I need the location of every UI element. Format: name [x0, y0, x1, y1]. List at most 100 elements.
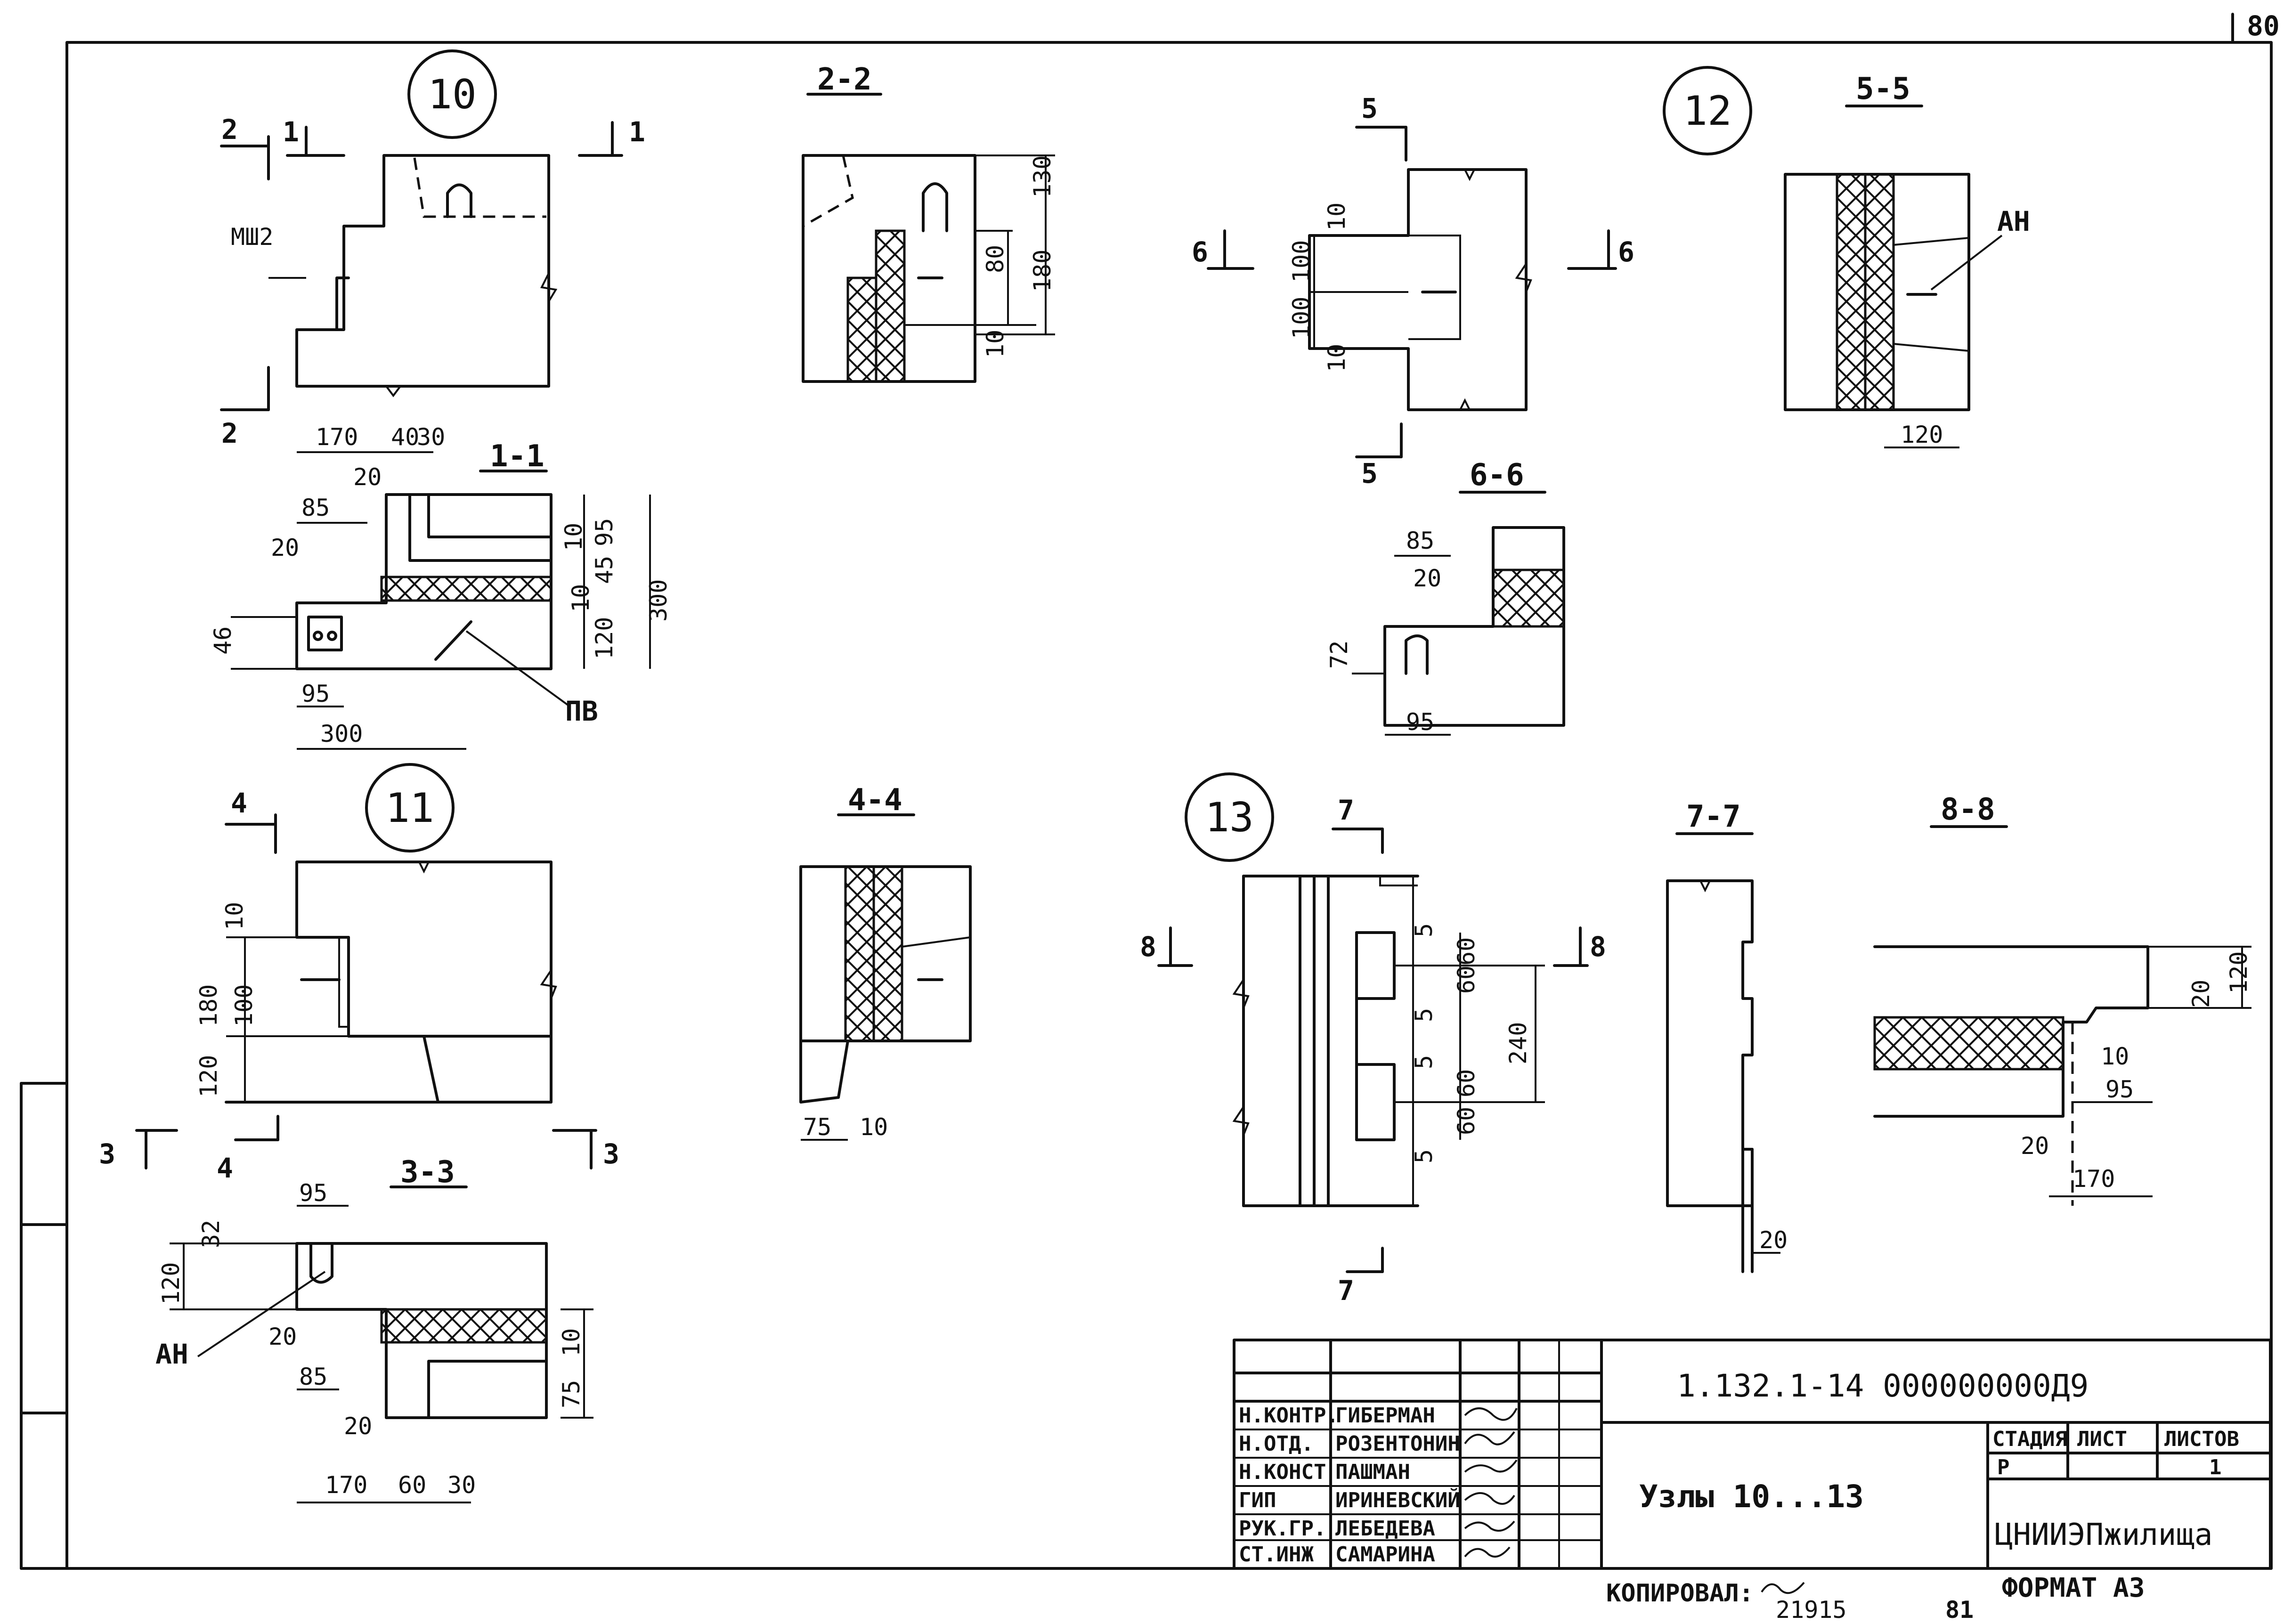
dim-20b: 20 — [271, 534, 299, 561]
cut-label-8-right: 8 — [1590, 931, 1606, 963]
section-3-3-title: 3-3 — [400, 1155, 455, 1190]
dim-95: 95 — [299, 1179, 327, 1207]
copied-number: 21915 — [1776, 1596, 1847, 1624]
signatures — [1464, 1407, 1518, 1558]
node-10-section-1-1: 1-1 ПВ 170 40 30 20 85 20 10 95 45 1 — [209, 423, 672, 750]
dim-5d: 5 — [1410, 1149, 1438, 1163]
section-1-1-title: 1-1 — [490, 439, 545, 474]
section-2-2-title: 2-2 — [817, 62, 872, 97]
node-11-plan: 10 180 100 120 — [195, 861, 557, 1104]
name-5: САМАРИНА — [1335, 1543, 1435, 1567]
name-1: РОЗЕНТОНИН — [1335, 1432, 1460, 1456]
role-n-konst: Н.КОНСТ — [1239, 1460, 1326, 1484]
dim-170: 170 — [325, 1471, 367, 1499]
page-number: 81 — [1945, 1596, 1974, 1624]
node-12-section-5-5: 5-5 АН 120 — [1784, 72, 2030, 448]
cut-label-3: 3 — [99, 1138, 115, 1170]
node-11-cut-markers: 4 4 3 3 — [99, 787, 619, 1184]
cut-label-2-bottom: 2 — [221, 417, 238, 449]
dim-100: 100 — [230, 984, 258, 1027]
dim-120: 120 — [2225, 951, 2252, 994]
dim-30: 30 — [417, 423, 445, 451]
cut-label-3-right: 3 — [603, 1138, 619, 1170]
dim-85: 85 — [1406, 527, 1434, 554]
name-0: ГИБЕРМАН — [1335, 1404, 1435, 1428]
dim-80: 80 — [982, 245, 1009, 273]
section-4-4-title: 4-4 — [848, 783, 902, 818]
dim-20: 20 — [2187, 980, 2215, 1008]
label-msh2: МШ2 — [231, 223, 273, 251]
cut-label-5: 5 — [1361, 92, 1378, 124]
dim-60d: 60 — [1453, 1107, 1480, 1135]
section-7-7-title: 7-7 — [1686, 799, 1741, 834]
dim-60: 60 — [1453, 937, 1480, 966]
node-12-number: 12 — [1683, 88, 1732, 135]
node-13-number: 13 — [1205, 794, 1254, 841]
node-12-section-6-6: 6-6 85 20 72 95 — [1325, 458, 1565, 736]
dim-60: 60 — [398, 1471, 426, 1499]
dim-20b: 20 — [344, 1413, 372, 1440]
sheet-label: ЛИСТ — [2077, 1427, 2127, 1451]
dim-45: 45 — [591, 556, 618, 584]
dim-95: 95 — [2105, 1076, 2134, 1103]
dim-20: 20 — [268, 1323, 297, 1350]
stage-value: Р — [1997, 1455, 2010, 1479]
dim-120: 120 — [195, 1055, 222, 1097]
sheets-label: ЛИСТОВ — [2164, 1427, 2239, 1451]
dim-60b: 60 — [1453, 966, 1480, 994]
node-10-plan: МШ2 — [231, 154, 558, 398]
dim-10b: 10 — [1323, 344, 1350, 372]
node-10-cut-markers: 2 1 1 2 — [220, 114, 645, 449]
cut-label-7-bottom: 7 — [1338, 1275, 1354, 1307]
cut-label-4: 4 — [231, 787, 247, 819]
cut-label-8: 8 — [1140, 931, 1156, 963]
dim-10b: 10 — [567, 584, 594, 612]
dim-72: 72 — [1325, 641, 1353, 669]
dim-240: 240 — [1504, 1022, 1532, 1064]
dim-300v: 300 — [645, 579, 672, 622]
dim-20: 20 — [353, 463, 382, 491]
node-10-section-2-2: 2-2 130 80 180 10 — [802, 62, 1056, 383]
cut-label-1-right: 1 — [629, 116, 645, 148]
title-block-roles: Н.КОНТР. Н.ОТД. Н.КОНСТ ГИП РУК.ГР. СТ.И… — [1239, 1404, 1339, 1567]
sheet-number: 80 — [2247, 10, 2280, 42]
label-an-node11: АН — [155, 1338, 188, 1370]
sheet-frame — [65, 41, 2273, 1570]
dim-30: 30 — [447, 1471, 476, 1499]
dim-300-h: 300 — [320, 720, 363, 747]
dim-170: 170 — [316, 423, 358, 451]
node-12: 12 5 5 6 6 10 100 100 10 5-5 — [1192, 66, 2030, 736]
cut-label-4-bottom: 4 — [217, 1152, 233, 1184]
section-8-8-title: 8-8 — [1941, 792, 1995, 827]
dim-40: 40 — [391, 423, 419, 451]
cut-label-1: 1 — [283, 116, 299, 148]
cut-label-5-bottom: 5 — [1361, 457, 1378, 489]
title-block-names: ГИБЕРМАН РОЗЕНТОНИН ПАШМАН ИРИНЕВСКИЙ ЛЕ… — [1335, 1404, 1460, 1567]
title-block: Н.КОНТР. Н.ОТД. Н.КОНСТ ГИП РУК.ГР. СТ.И… — [1233, 1339, 2272, 1570]
dim-10: 10 — [558, 1328, 585, 1356]
dim-5b: 5 — [1410, 1008, 1438, 1022]
dim-95: 95 — [1406, 708, 1434, 736]
role-gip: ГИП — [1239, 1488, 1276, 1512]
dim-120: 120 — [157, 1262, 185, 1305]
dim-120: 120 — [1901, 421, 1943, 448]
section-6-6-title: 6-6 — [1470, 458, 1524, 493]
role-st-inzh: СТ.ИНЖ — [1239, 1543, 1314, 1567]
role-n-otd: Н.ОТД. — [1239, 1432, 1314, 1456]
footer: КОПИРОВАЛ: 21915 81 ФОРМАТ А3 — [1606, 1573, 2145, 1624]
label-an-node12: АН — [1997, 205, 2030, 237]
dim-10: 10 — [221, 902, 248, 930]
name-2: ПАШМАН — [1335, 1460, 1410, 1484]
drawing-title: Узлы 10...13 — [1639, 1478, 1864, 1515]
role-n-kontr: Н.КОНТР. — [1239, 1404, 1339, 1428]
doc-code: 1.132.1-14 000000000Д9 — [1677, 1368, 2089, 1404]
cut-label-7: 7 — [1338, 794, 1354, 826]
dim-75: 75 — [803, 1113, 831, 1141]
dim-170: 170 — [2073, 1165, 2115, 1193]
dim-10: 10 — [2101, 1043, 2129, 1070]
node-12-plan: 10 100 100 10 — [1288, 168, 1532, 411]
dim-10: 10 — [860, 1113, 888, 1141]
sheets-value: 1 — [2209, 1455, 2222, 1479]
dim-180: 180 — [1029, 250, 1056, 292]
